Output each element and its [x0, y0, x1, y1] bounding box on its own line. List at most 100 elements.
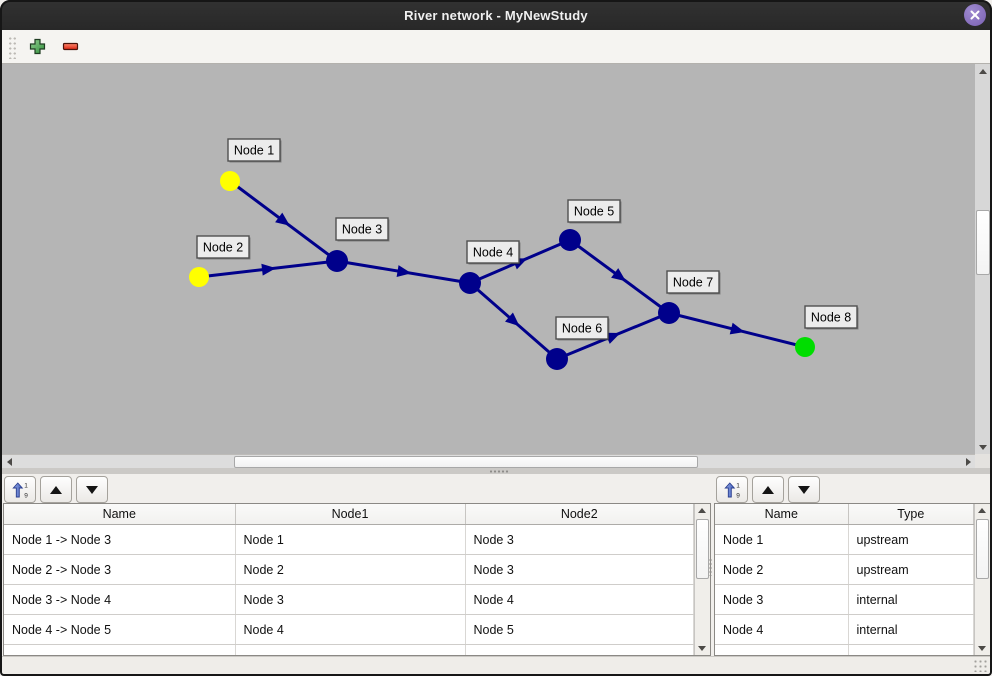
sort-nodes-button[interactable]: 1 9: [716, 476, 748, 503]
graph-node-node-7[interactable]: [658, 302, 680, 324]
graph-node-node-3[interactable]: [326, 250, 348, 272]
horizontal-scroll-thumb[interactable]: [234, 456, 698, 468]
graph-table-splitter[interactable]: [2, 468, 990, 474]
table-row[interactable]: [715, 644, 974, 655]
sort-edges-button[interactable]: 1 9: [4, 476, 36, 503]
table-cell[interactable]: Node 4: [235, 614, 466, 645]
node-label-box-node-1[interactable]: [227, 138, 281, 162]
move-edge-up-button[interactable]: [40, 476, 72, 503]
close-button[interactable]: [964, 4, 986, 26]
graph-node-node-2[interactable]: [189, 267, 209, 287]
graph-node-node-4[interactable]: [459, 272, 481, 294]
move-down-icon: [798, 485, 810, 494]
titlebar[interactable]: River network - MyNewStudy: [0, 0, 992, 30]
table-cell[interactable]: Node 4 -> Node 5: [4, 614, 236, 645]
table-cell[interactable]: Node 3: [235, 584, 466, 615]
vertical-scroll-thumb[interactable]: [976, 210, 990, 275]
table-row[interactable]: [4, 644, 694, 655]
graph-horizontal-scrollbar[interactable]: [2, 454, 975, 468]
table-cell[interactable]: [848, 644, 974, 655]
tables-splitter[interactable]: [708, 503, 713, 656]
move-edge-down-button[interactable]: [76, 476, 108, 503]
scroll-up-button[interactable]: [975, 504, 989, 517]
splitter-grip-icon: [709, 558, 712, 576]
table-cell[interactable]: Node 1: [715, 524, 849, 555]
table-cell[interactable]: Node 2 -> Node 3: [4, 554, 236, 585]
graph-vertical-scrollbar[interactable]: [975, 64, 990, 454]
table-cell[interactable]: [715, 644, 849, 655]
scrollbar-corner: [975, 454, 990, 468]
table-cell[interactable]: Node 3: [465, 554, 694, 585]
move-node-down-button[interactable]: [788, 476, 820, 503]
table-cell[interactable]: Node 2: [235, 554, 466, 585]
column-header-name[interactable]: Name: [4, 504, 236, 525]
table-cell[interactable]: [235, 644, 466, 655]
table-cell[interactable]: Node 3: [715, 584, 849, 615]
column-header-node1[interactable]: Node1: [235, 504, 466, 525]
node-label-box-node-2[interactable]: [196, 235, 250, 259]
graph-node-node-8[interactable]: [795, 337, 815, 357]
table-cell[interactable]: Node 2: [715, 554, 849, 585]
svg-text:9: 9: [24, 492, 28, 498]
scroll-up-button[interactable]: [695, 504, 709, 517]
edge-table-scrollbar[interactable]: [694, 504, 710, 655]
column-header-node2[interactable]: Node2: [465, 504, 694, 525]
graph-node-node-5[interactable]: [559, 229, 581, 251]
scroll-left-button[interactable]: [2, 455, 16, 468]
scroll-down-button[interactable]: [695, 642, 709, 655]
move-node-up-button[interactable]: [752, 476, 784, 503]
move-up-icon: [762, 485, 774, 494]
add-node-button[interactable]: [25, 35, 49, 59]
column-header-name[interactable]: Name: [715, 504, 849, 525]
toolbar-drag-handle[interactable]: [7, 34, 16, 59]
graph-node-node-6[interactable]: [546, 348, 568, 370]
table-cell[interactable]: [465, 644, 694, 655]
scroll-down-button[interactable]: [975, 440, 990, 454]
sort-icon: 1 9: [724, 481, 740, 499]
edge-table-toolbar: 1 9: [4, 476, 112, 503]
node-label-box-node-7[interactable]: [666, 270, 720, 294]
node-table-scrollbar[interactable]: [974, 504, 990, 655]
remove-node-button[interactable]: [58, 35, 82, 59]
node-label-box-node-6[interactable]: [555, 316, 609, 340]
scroll-down-button[interactable]: [975, 642, 989, 655]
scroll-right-button[interactable]: [961, 455, 975, 468]
node-label-box-node-8[interactable]: [804, 305, 858, 329]
table-cell[interactable]: [4, 644, 236, 655]
table-cell[interactable]: Node 4: [465, 584, 694, 615]
table-cell[interactable]: upstream: [848, 524, 974, 555]
vertical-scroll-thumb[interactable]: [696, 519, 709, 579]
table-cell[interactable]: Node 3: [465, 524, 694, 555]
triangle-up-icon: [698, 508, 706, 513]
node-label-box-node-3[interactable]: [335, 217, 389, 241]
table-cell[interactable]: upstream: [848, 554, 974, 585]
vertical-scroll-thumb[interactable]: [976, 519, 989, 579]
table-cell[interactable]: Node 4: [715, 614, 849, 645]
table-cell[interactable]: Node 1: [235, 524, 466, 555]
column-header-type[interactable]: Type: [848, 504, 974, 525]
scroll-up-button[interactable]: [975, 64, 990, 78]
graph-node-node-1[interactable]: [220, 171, 240, 191]
table-cell[interactable]: Node 1 -> Node 3: [4, 524, 236, 555]
window-resize-grip[interactable]: [973, 659, 987, 672]
table-cell[interactable]: Node 5: [465, 614, 694, 645]
triangle-up-icon: [978, 68, 987, 74]
table-cell[interactable]: internal: [848, 584, 974, 615]
node-label-box-node-4[interactable]: [466, 240, 520, 264]
table-cell[interactable]: internal: [848, 614, 974, 645]
main-toolbar: [2, 30, 990, 64]
table-cell[interactable]: Node 3 -> Node 4: [4, 584, 236, 615]
node-label-box-node-5[interactable]: [567, 199, 621, 223]
